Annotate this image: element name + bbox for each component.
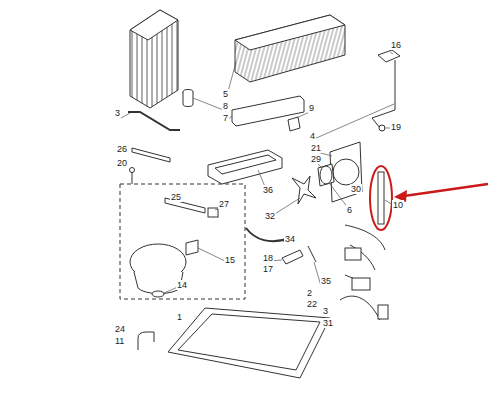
callout-number: 3 — [322, 306, 329, 316]
callout-number: 7 — [222, 113, 229, 123]
callout-number: 16 — [390, 40, 402, 50]
callout-number: 4 — [309, 131, 316, 141]
base-pan — [168, 308, 330, 378]
highlight-arrow — [404, 184, 488, 196]
callout-number: 21 — [310, 143, 322, 153]
callout-number: 8 — [222, 101, 229, 111]
fan-motor — [318, 164, 334, 186]
fan-blade — [292, 176, 316, 204]
callout-number: 19 — [390, 122, 402, 132]
callout-number: 34 — [284, 234, 296, 244]
callout-number: 32 — [264, 211, 276, 221]
clip — [186, 240, 198, 255]
callout-number: 17 — [262, 264, 274, 274]
callout-number: 30 — [350, 184, 362, 194]
callout-number: 2 — [306, 288, 313, 298]
tube — [372, 68, 395, 128]
evaporator — [235, 15, 345, 82]
callout-number: 11 — [114, 336, 125, 346]
callout-number: 22 — [306, 299, 318, 309]
callout-number: 20 — [116, 158, 128, 168]
part-10 — [378, 172, 384, 224]
callout-number: 6 — [346, 205, 353, 215]
callout-number: 15 — [224, 255, 236, 265]
callout-number: 24 — [114, 324, 126, 334]
compressor-group — [120, 184, 245, 299]
callout-number: 9 — [308, 103, 315, 113]
fan-shroud — [330, 142, 362, 202]
part-17 — [282, 250, 303, 264]
screw — [132, 148, 170, 162]
callout-number: 14 — [176, 280, 188, 290]
callout-number: 5 — [222, 89, 229, 99]
callout-number: 36 — [262, 185, 274, 195]
callout-number: 29 — [310, 154, 322, 164]
condenser-coil — [130, 10, 178, 108]
clip — [288, 117, 300, 131]
callout-number: 26 — [116, 144, 128, 154]
callout-number: 1 — [176, 312, 183, 322]
drain-tray — [208, 150, 282, 184]
callout-number: 10 — [392, 200, 404, 210]
callout-number: 18 — [262, 253, 274, 263]
callout-number: 35 — [320, 276, 332, 286]
cap — [378, 50, 400, 62]
callout-number: 3 — [114, 108, 121, 118]
callout-number: 31 — [322, 318, 334, 328]
tube — [128, 112, 180, 130]
callout-number: 27 — [218, 199, 230, 209]
callout-number: 25 — [170, 192, 182, 202]
highlight-ellipse — [370, 166, 392, 230]
hook — [138, 332, 154, 350]
